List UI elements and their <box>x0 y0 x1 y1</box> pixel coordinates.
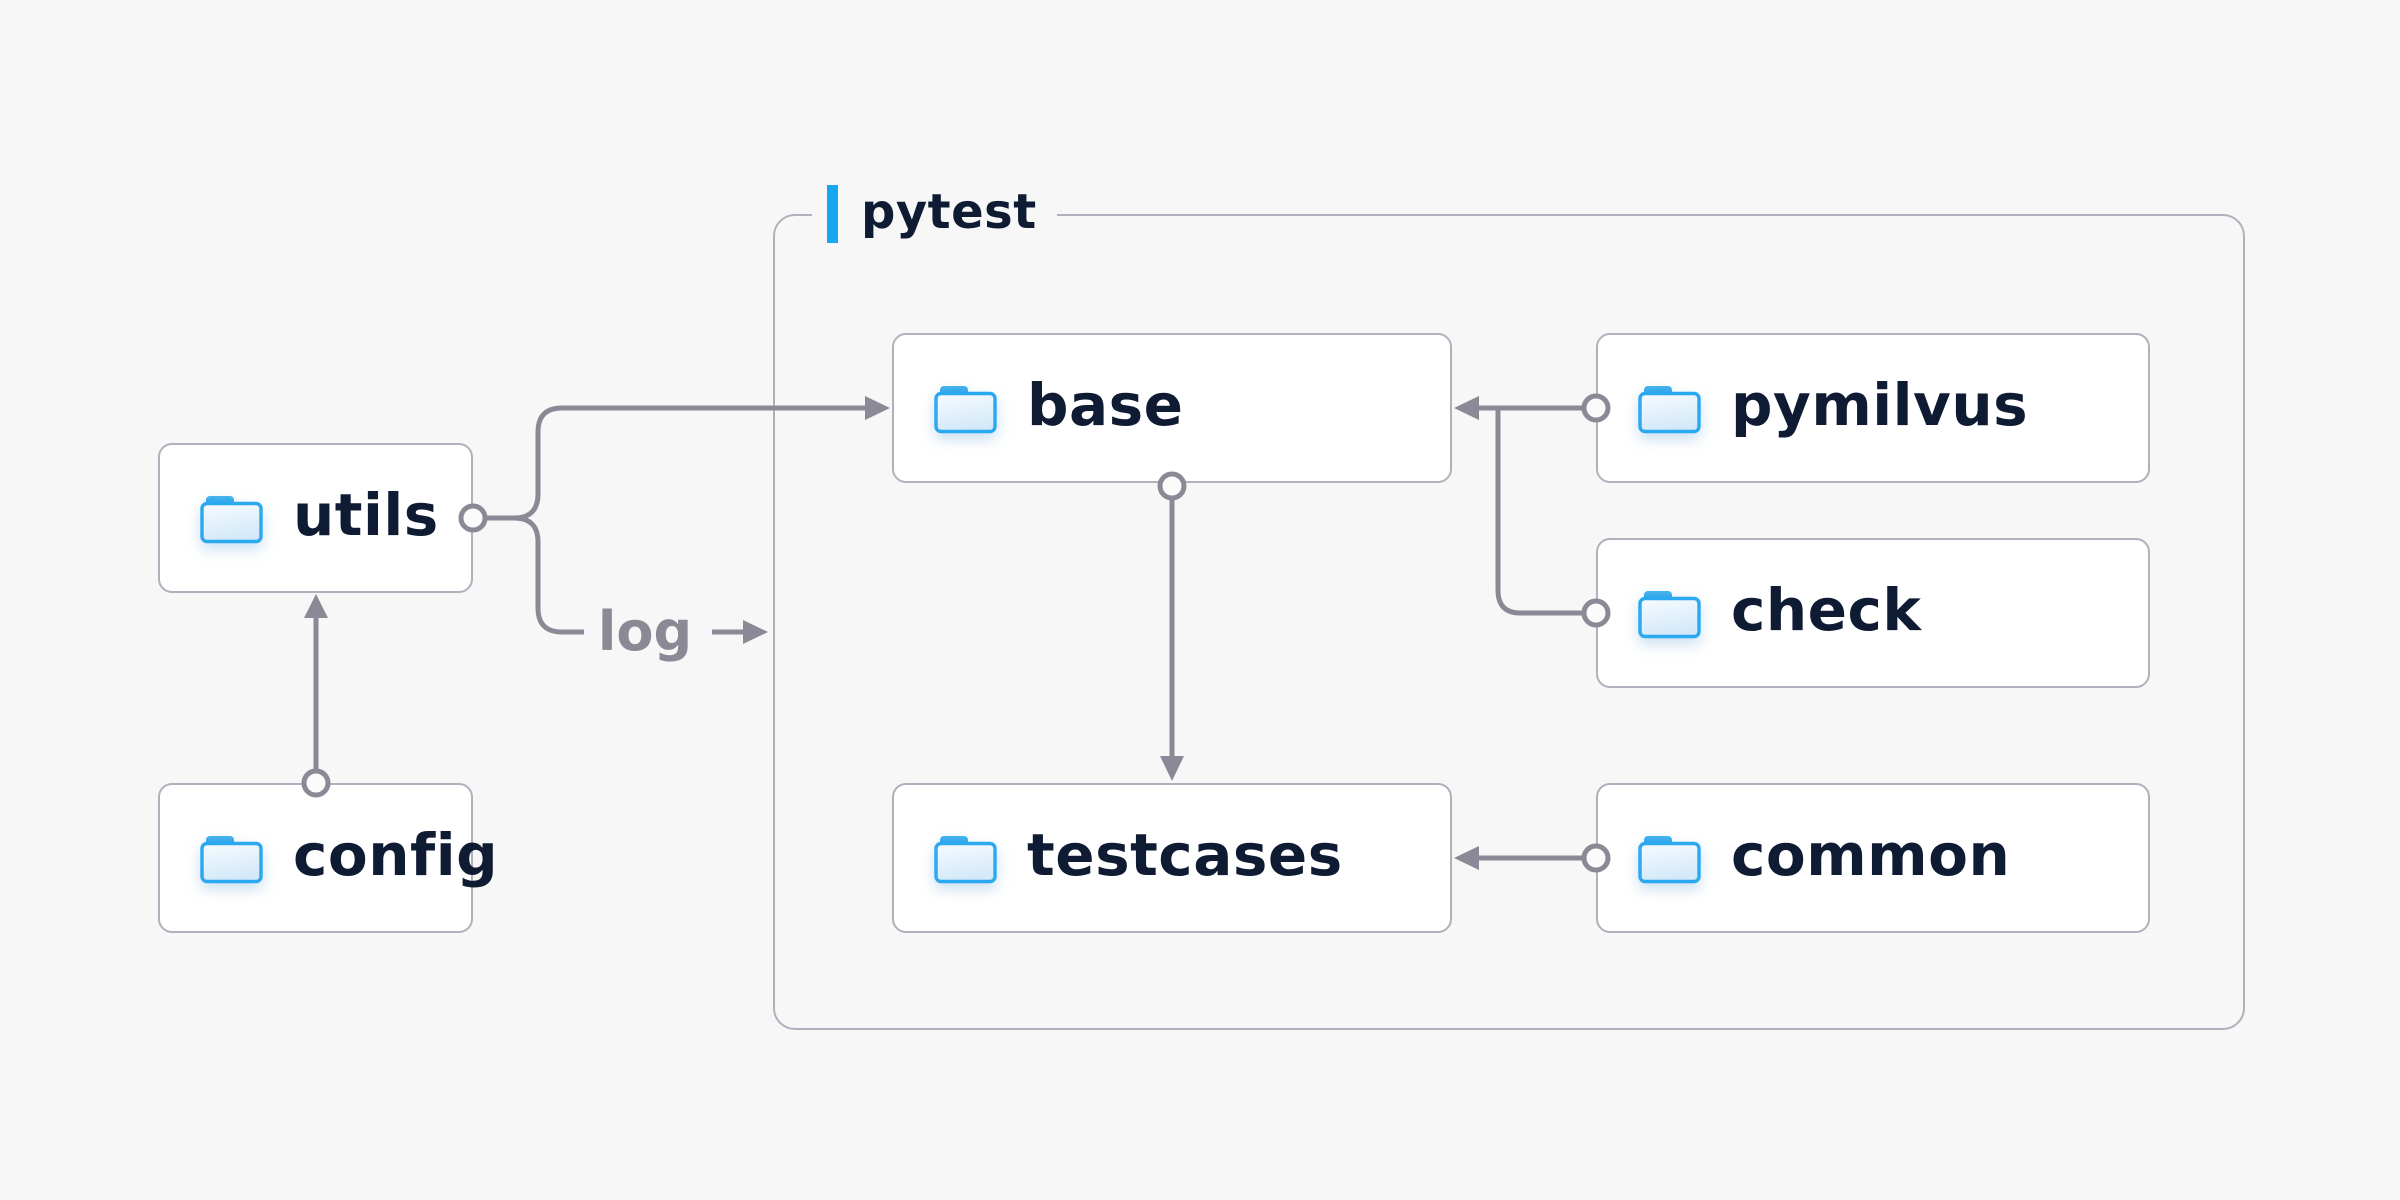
folder-icon <box>934 834 997 884</box>
node-pymilvus: pymilvus <box>1596 333 2150 483</box>
node-check: check <box>1596 538 2150 688</box>
node-utils: utils <box>158 443 473 593</box>
folder-icon <box>1638 384 1701 434</box>
pytest-group-title: pytest <box>861 184 1037 240</box>
folder-icon <box>200 494 263 544</box>
node-testcases: testcases <box>892 783 1452 933</box>
edge-config-utils <box>301 594 331 798</box>
node-base: base <box>892 333 1452 483</box>
node-label: utils <box>293 481 439 549</box>
folder-icon <box>1638 589 1701 639</box>
node-label: check <box>1731 576 1922 644</box>
node-config: config <box>158 783 498 933</box>
node-label: common <box>1731 821 2011 889</box>
node-common: common <box>1596 783 2150 933</box>
node-label: testcases <box>1027 821 1343 889</box>
edge-label-log: log <box>597 600 693 663</box>
accent-bar <box>827 185 838 243</box>
node-label: pymilvus <box>1731 371 2029 439</box>
pytest-group-label: pytest <box>812 184 1057 243</box>
folder-icon <box>200 834 263 884</box>
node-label: base <box>1027 371 1184 439</box>
folder-icon <box>1638 834 1701 884</box>
node-label: config <box>293 821 499 889</box>
folder-icon <box>934 384 997 434</box>
pytest-group-box <box>773 214 2245 1030</box>
